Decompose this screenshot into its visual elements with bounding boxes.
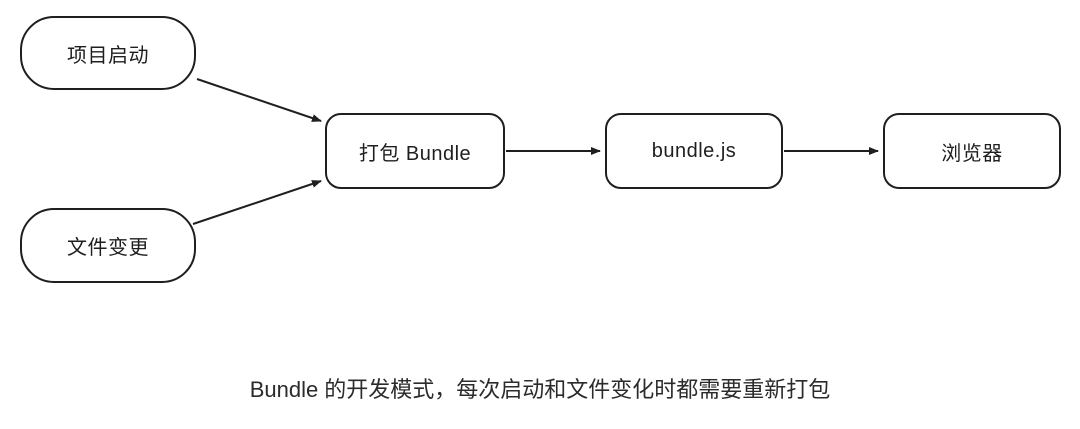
edge-project-start-to-bundle (196, 78, 322, 122)
node-browser: 浏览器 (883, 113, 1061, 189)
node-browser-label: 浏览器 (941, 142, 1003, 165)
node-file-change-label: 文件变更 (67, 237, 149, 259)
edge-file-change-to-bundle (192, 180, 322, 225)
node-bundle: 打包 Bundle (325, 113, 505, 189)
diagram-caption: Bundle 的开发模式，每次启动和文件变化时都需要重新打包 (249, 377, 831, 402)
node-project-start: 项目启动 (20, 16, 196, 90)
node-bundle-label: 打包 Bundle (358, 142, 472, 165)
node-bundlejs: bundle.js (605, 113, 783, 189)
node-file-change: 文件变更 (20, 208, 196, 283)
node-bundlejs-label: bundle.js (651, 139, 737, 162)
node-project-start-label: 项目启动 (67, 44, 149, 67)
